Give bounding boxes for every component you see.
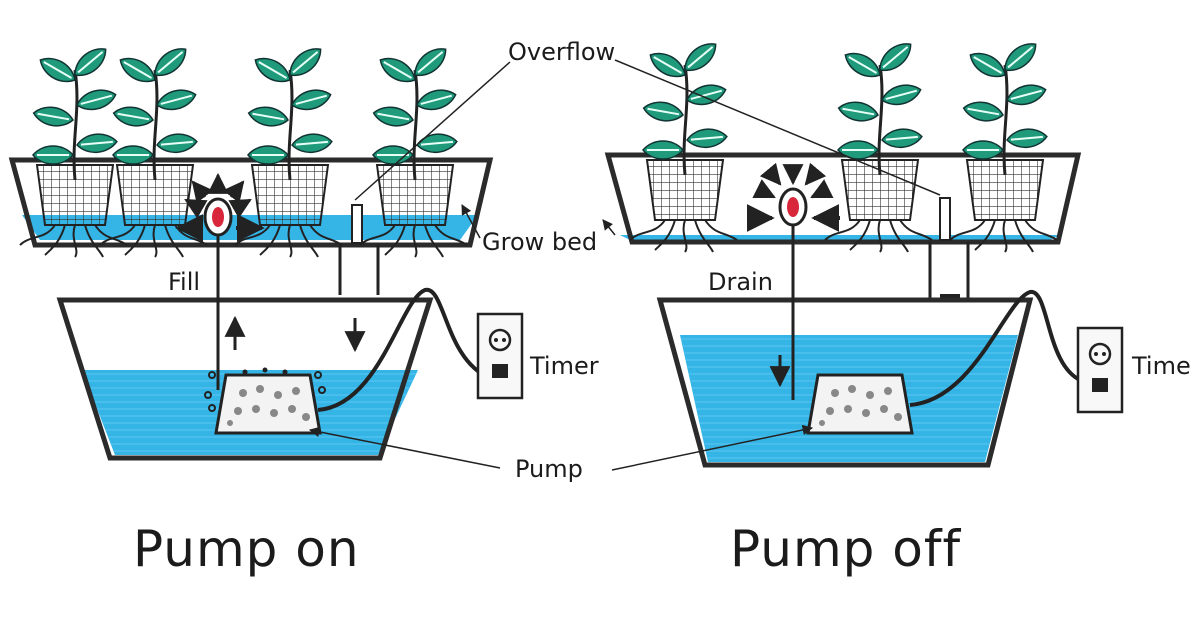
plant-icon [629, 37, 738, 253]
leader-lines [308, 59, 941, 471]
grow-bed-right [604, 152, 1082, 245]
fill-label: Fill [168, 268, 201, 296]
timer-label-right: Time [1132, 352, 1191, 380]
overflow-label: Overflow [508, 38, 616, 66]
plant-icon [949, 37, 1058, 253]
sump-tank-right [656, 297, 1034, 468]
fill-indicator-icon [175, 172, 265, 242]
plant-icon [824, 37, 933, 253]
title-pump-off: Pump off [730, 520, 962, 578]
drain-label: Drain [708, 268, 773, 296]
timer-label-left: Timer [530, 352, 599, 380]
overflow-pipe-right [939, 197, 951, 241]
drain-indicator-icon [746, 162, 840, 232]
outlet-timer-icon [1076, 326, 1124, 414]
right-system [604, 37, 1124, 468]
grow-bed-label: Grow bed [482, 228, 598, 256]
pump-label: Pump [515, 455, 583, 483]
sump-tank-left [56, 297, 434, 461]
left-system [8, 42, 524, 461]
overflow-pipe-left [351, 204, 363, 244]
outlet-timer-icon [476, 312, 524, 400]
pump-icon [214, 373, 322, 435]
pump-icon [806, 373, 914, 435]
title-pump-on: Pump on [133, 520, 360, 578]
